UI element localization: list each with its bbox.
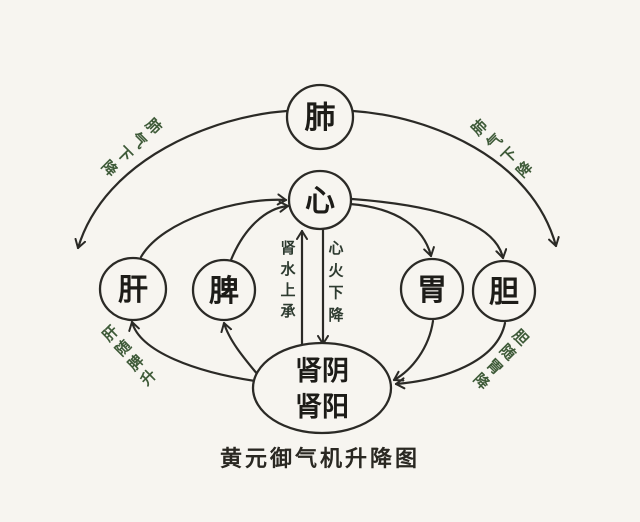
node-heart: 心 xyxy=(287,169,353,231)
label-kidney-water-ascends-char-2: 上 xyxy=(280,282,295,299)
edge-liver-to-heart xyxy=(139,193,288,259)
node-liver: 肝 xyxy=(98,256,168,322)
label-heart-fire-descends-char-2: 下 xyxy=(328,285,343,302)
node-label-liver: 肝 xyxy=(118,274,148,307)
node-label-gallbladder: 胆 xyxy=(489,276,519,309)
node-label-kidney-line1: 肾阴 xyxy=(295,356,349,386)
diagram-caption: 黄元御气机升降图 xyxy=(219,446,420,471)
node-label-kidney-line2: 肾阳 xyxy=(295,392,349,422)
label-kidney-water-ascends-char-3: 承 xyxy=(280,303,295,320)
edge-heart-to-gallbladder xyxy=(350,197,508,260)
label-heart-fire-descends-char-1: 火 xyxy=(328,262,344,279)
label-kidney-water-ascends-char-0: 肾 xyxy=(280,240,295,257)
node-label-stomach: 胃 xyxy=(417,274,447,307)
edge-heart-to-stomach xyxy=(348,202,435,258)
edge-lung-descend-left xyxy=(74,109,289,250)
label-heart-fire-descends-char-0: 心 xyxy=(328,240,343,257)
edge-kidney-to-liver xyxy=(128,320,257,383)
edge-stomach-to-kidney xyxy=(392,319,435,382)
edge-gallbladder-to-kidney xyxy=(394,321,507,390)
node-stomach: 胃 xyxy=(399,257,465,321)
edge-spleen-to-heart xyxy=(229,200,290,262)
edge-kidney-to-spleen xyxy=(220,321,260,377)
node-label-spleen: 脾 xyxy=(209,275,239,308)
node-label-lung: 肺 xyxy=(305,100,336,135)
label-heart-fire-descends-char-3: 降 xyxy=(328,306,344,324)
node-lung: 肺 xyxy=(285,83,355,151)
label-kidney-water-ascends-char-1: 水 xyxy=(280,260,296,278)
node-spleen: 脾 xyxy=(191,258,257,322)
node-label-heart: 心 xyxy=(305,185,335,218)
node-gallbladder: 胆 xyxy=(471,259,537,323)
edge-lung-descend-right xyxy=(351,109,560,248)
